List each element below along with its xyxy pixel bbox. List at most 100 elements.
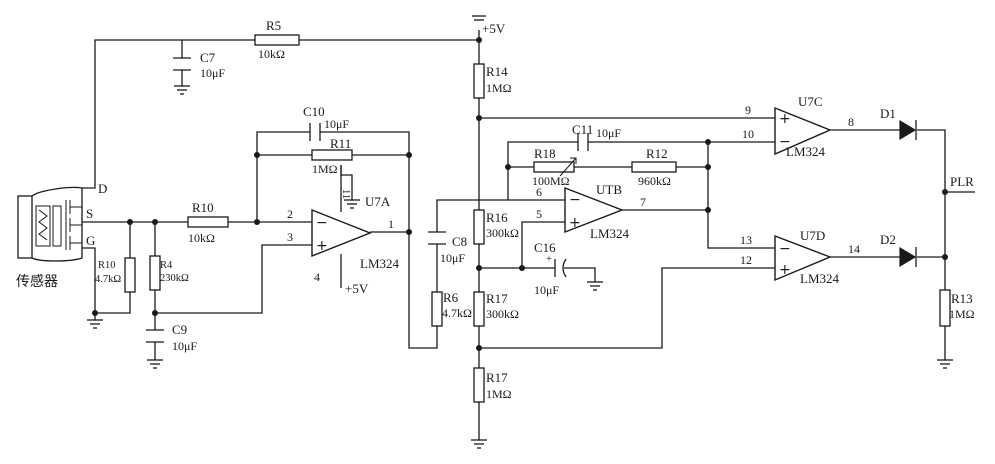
resistor-r12: R12 960kΩ (631, 146, 677, 188)
wire-g-gnd (82, 247, 96, 320)
junction (705, 164, 711, 170)
resistor-r10b: R10 4.7kΩ (95, 257, 136, 293)
sensor-pin-d: D (98, 181, 107, 196)
ground-icon (937, 359, 953, 369)
junctions (92, 37, 948, 351)
c8-value: 10μF (440, 251, 465, 265)
vcc-label: +5V (482, 21, 506, 36)
resistor-r10: R10 10kΩ (187, 200, 229, 245)
u7c-minus: − (779, 134, 791, 150)
u7c-plus: + (779, 111, 791, 127)
c16-polarity: + (546, 254, 552, 265)
junction (476, 115, 482, 121)
ground-icon (587, 281, 603, 291)
sensor-caption: 传感器 (16, 273, 58, 290)
wire-c10-left (256, 131, 310, 222)
u7c-pin10: 10 (742, 127, 754, 141)
wire-c10-right (320, 131, 410, 232)
junction (476, 345, 482, 351)
c8-name: C8 (452, 234, 467, 249)
ground-icon (471, 439, 487, 449)
sensor-body (17, 195, 33, 259)
c9-name: C9 (172, 322, 187, 337)
r10b-name: R10 (98, 260, 116, 271)
u7a-vcc: +5V (345, 281, 369, 296)
junction (152, 310, 158, 316)
opamp-utb: − + 6 5 7 UTB LM324 (536, 182, 646, 241)
vcc-symbol: +5V (472, 15, 506, 36)
c16-value: 10μF (534, 283, 559, 297)
r6-value: 4.7kΩ (442, 306, 472, 320)
resistor-r11: R11 1MΩ (311, 136, 353, 176)
resistor-r6: R6 4.7kΩ (431, 290, 472, 327)
wire-u7d-plus (479, 267, 775, 349)
wire-c16-gnd (564, 267, 596, 282)
u7a-pin3: 3 (287, 230, 293, 244)
utb-pin6: 6 (536, 185, 542, 199)
capacitor-c11: C11 10μF (572, 122, 621, 151)
utb-pin7: 7 (640, 195, 646, 209)
r5-name: R5 (266, 18, 281, 33)
junction (406, 229, 412, 235)
r18-value: 100MΩ (532, 174, 570, 188)
u7a-minus: − (316, 215, 328, 231)
u7a-plus: + (316, 238, 328, 254)
wire-r16r17-utb-plus (479, 221, 565, 269)
resistor-r18: R18 100MΩ (532, 146, 577, 188)
wire-u7a-r6 (408, 232, 438, 349)
c9-value: 10μF (172, 339, 197, 353)
output-label: PLR (950, 174, 974, 189)
u7d-pin13: 13 (740, 233, 752, 247)
c7-value: 10μF (200, 66, 225, 80)
ground-icon (174, 85, 190, 95)
capacitor-c9: C9 10μF (146, 322, 197, 353)
utb-part: LM324 (590, 226, 630, 241)
c10-name: C10 (303, 104, 325, 119)
utb-name: UTB (596, 182, 622, 197)
c7-name: C7 (200, 50, 216, 65)
junction (254, 219, 260, 225)
r12-name: R12 (646, 146, 668, 161)
r10b-value: 4.7kΩ (95, 274, 121, 285)
junction (519, 265, 525, 271)
junction (505, 164, 511, 170)
u7c-part: LM324 (786, 144, 826, 159)
utb-minus: − (569, 192, 581, 208)
junction (705, 139, 711, 145)
capacitor-c16: + C16 10μF (534, 240, 567, 297)
r18-name: R18 (534, 146, 556, 161)
u7d-pin14: 14 (848, 242, 860, 256)
r11-name: R11 (330, 136, 351, 151)
resistor-r4: R4 230kΩ (149, 255, 189, 291)
r4-value: 230kΩ (160, 273, 189, 284)
c11-name: C11 (572, 122, 593, 137)
junction (942, 189, 948, 195)
opamp-u7d: − + 13 12 14 U7D LM324 (740, 228, 860, 286)
wire-r10b-bot (95, 292, 131, 314)
wire-d1-plr (917, 129, 946, 258)
u7c-pin8: 8 (848, 115, 854, 129)
u7a-pin11: 11 (340, 189, 351, 199)
capacitor-c7: C7 10μF (173, 50, 225, 80)
sensor-pin-g: G (86, 233, 95, 248)
u7a-pin2: 2 (287, 207, 293, 221)
junction (476, 37, 482, 43)
u7d-pin12: 12 (740, 253, 752, 267)
r16-value: 300kΩ (486, 226, 519, 240)
wire-c8-utb (436, 199, 565, 232)
junction (254, 152, 260, 158)
sensor-pin-s: S (86, 206, 93, 221)
r10-value: 10kΩ (188, 231, 215, 245)
u7d-plus: + (779, 262, 791, 278)
r17a-name: R17 (486, 291, 508, 306)
wire-c11-left (507, 141, 578, 200)
wire-r4-u7a-plus (154, 244, 312, 314)
junction (942, 254, 948, 260)
junction (152, 219, 158, 225)
ground-icon (147, 359, 163, 369)
capacitor-c8: C8 10μF (428, 231, 467, 265)
r16-name: R16 (486, 210, 508, 225)
diode-d2: D2 (880, 232, 917, 268)
u7a-pin1: 1 (388, 217, 394, 231)
